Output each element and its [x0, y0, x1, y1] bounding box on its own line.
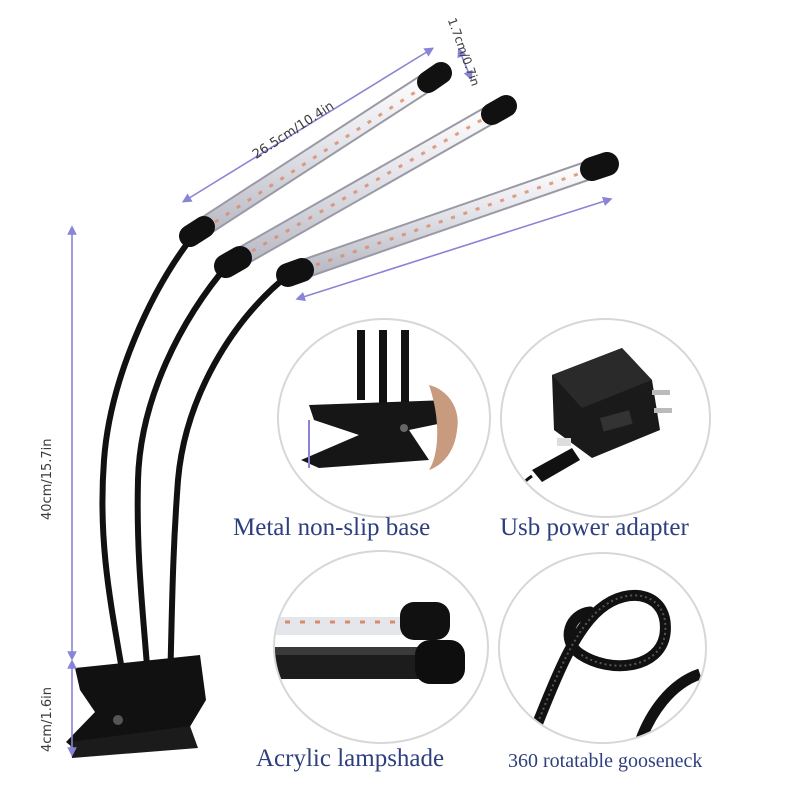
metal-base-circle: [277, 318, 491, 518]
gooseneck-loop-photo-icon: [524, 589, 703, 742]
gooseneck-circle: [498, 552, 707, 744]
clip-base: [66, 655, 206, 758]
gooseneck-arms: [99, 229, 295, 688]
acrylic-lampshade-photo-icon: [275, 602, 465, 684]
clip-height-label: 4cm/1.6in: [40, 687, 55, 752]
gooseneck-caption: 360 rotatable gooseneck: [508, 750, 703, 772]
metal-base-caption: Metal non-slip base: [233, 514, 431, 541]
gooseneck-height-label: 40cm/15.7in: [40, 438, 55, 520]
light-tube-3: [276, 152, 619, 287]
usb-adapter-caption: Usb power adapter: [500, 514, 689, 541]
dimension-arrows: [67, 47, 613, 757]
usb-power-adapter-photo-icon: [518, 348, 672, 500]
acrylic-lampshade-circle: [273, 550, 489, 744]
metal-clip-base-photo-icon: [301, 330, 458, 470]
usb-adapter-circle: [500, 318, 711, 518]
acrylic-lampshade-caption: Acrylic lampshade: [256, 745, 445, 772]
